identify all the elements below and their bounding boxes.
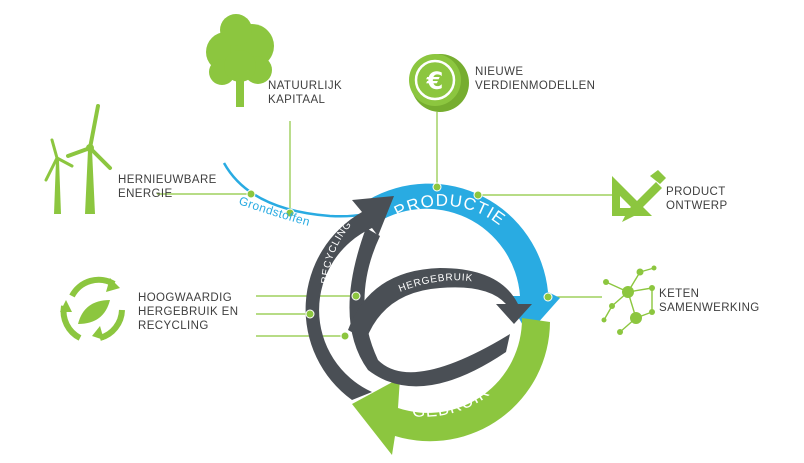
tree-icon [206,14,274,107]
wind-turbine-icon [44,104,112,214]
hergebruik-loop [348,268,532,340]
svg-text:€: € [426,67,444,95]
label-product-ontwerp: PRODUCT ONTWERP [666,186,728,212]
euro-coin-icon: € [409,54,469,112]
network-icon [601,265,657,335]
recycling-inner-label: RECYCLING [409,344,475,360]
recycle-leaf-icon [60,276,125,341]
label-natuurlijk-kapitaal: NATUURLIJK KAPITAAL [268,80,343,106]
connector-lines [157,112,612,337]
connector-dots [246,182,553,341]
recycling-outer-loop [305,196,394,400]
recycling-inner-loop [349,228,510,387]
label-nieuwe-verdienmodellen: NIEUWE VERDIENMODELLEN [475,66,596,92]
label-keten-samenwerking: KETEN SAMENWERKING [659,288,760,314]
pencil-ruler-icon [612,170,666,222]
label-hoogwaardig-hergebruik-recycling: HOOGWAARDIG HERGEBRUIK EN RECYCLING [138,292,239,332]
gebruik-arc [352,318,550,455]
label-hernieuwbare-energie: HERNIEUWBARE ENERGIE [118,174,217,200]
